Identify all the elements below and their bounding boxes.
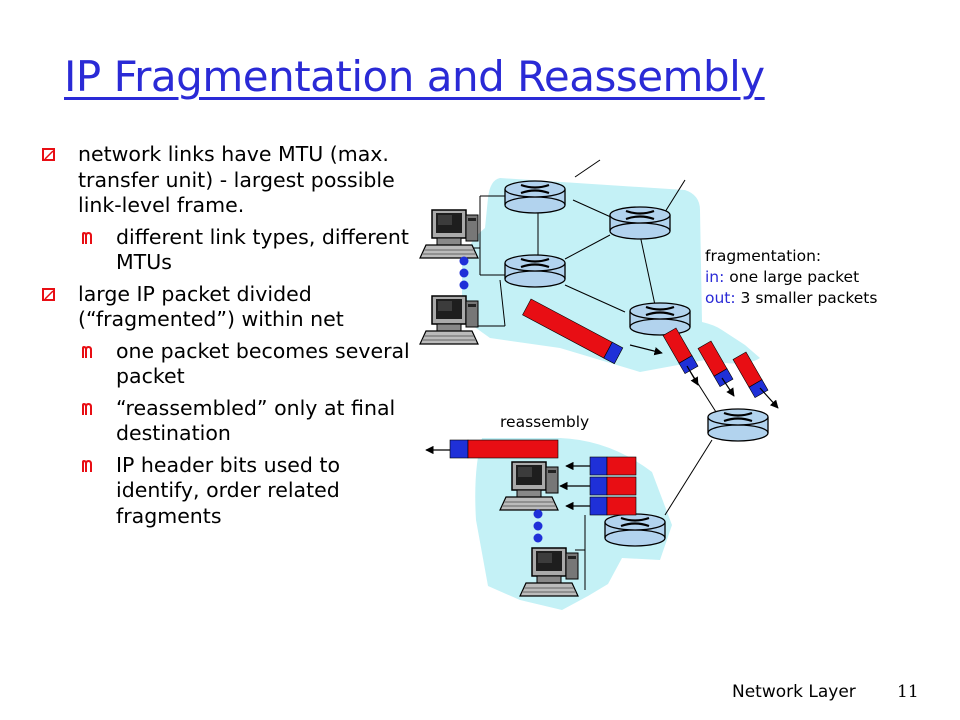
host-computer-icon <box>419 209 479 259</box>
router-icon <box>608 205 672 241</box>
slide-title: IP Fragmentation and Reassembly <box>64 52 765 101</box>
packet-fragment <box>662 327 699 375</box>
bullet-text: large IP packet divided (“fragmented”) w… <box>78 281 344 332</box>
fragmentation-label: fragmentation: in: one large packet out:… <box>705 246 877 309</box>
large-packet <box>522 298 624 365</box>
bullet-text: IP header bits used to identify, order r… <box>116 452 340 528</box>
in-text: one large packet <box>729 268 860 286</box>
sub-bullet-icon <box>82 345 92 358</box>
fragmentation-heading: fragmentation: <box>705 247 822 265</box>
ellipsis-dots-icon <box>533 509 543 543</box>
packet-fragment <box>697 340 734 388</box>
packet-fragment <box>732 351 769 399</box>
fragmentation-in-line: in: one large packet <box>705 267 877 288</box>
out-text: 3 smaller packets <box>740 289 878 307</box>
reassembled-packet <box>449 439 559 459</box>
sub-bullet-item: “reassembled” only at final destination <box>42 396 412 447</box>
sub-bullet-item: IP header bits used to identify, order r… <box>42 453 412 530</box>
bullet-text: “reassembled” only at final destination <box>116 395 396 446</box>
sub-bullet-icon <box>82 231 92 244</box>
checkbox-bullet-icon <box>42 148 55 161</box>
sub-bullet-icon <box>82 459 92 472</box>
sub-bullet-icon <box>82 402 92 415</box>
footer-label: Network Layer <box>732 682 856 702</box>
bullet-item: large IP packet divided (“fragmented”) w… <box>42 282 412 333</box>
router-icon <box>628 301 692 337</box>
reassembly-label: reassembly <box>500 413 590 431</box>
bullet-list: network links have MTU (max. transfer un… <box>42 142 412 535</box>
page-number: 11 <box>897 682 919 702</box>
router-icon <box>503 253 567 289</box>
bullet-text: one packet becomes several packet <box>116 338 410 389</box>
bullet-item: network links have MTU (max. transfer un… <box>42 142 412 219</box>
sub-bullet-item: different link types, different MTUs <box>42 225 412 276</box>
reassembly-fragments <box>589 456 637 516</box>
ellipsis-dots-icon <box>459 256 469 290</box>
sub-bullet-item: one packet becomes several packet <box>42 339 412 390</box>
host-computer-icon <box>419 295 479 345</box>
bullet-text: network links have MTU (max. transfer un… <box>78 142 395 217</box>
in-prefix: in: <box>705 268 725 286</box>
router-icon <box>603 512 667 548</box>
router-icon <box>503 179 567 215</box>
fragmentation-out-line: out: 3 smaller packets <box>705 288 877 309</box>
out-prefix: out: <box>705 289 736 307</box>
router-icon <box>706 407 770 443</box>
checkbox-bullet-icon <box>42 287 55 301</box>
bullet-text: different link types, different MTUs <box>116 224 409 275</box>
